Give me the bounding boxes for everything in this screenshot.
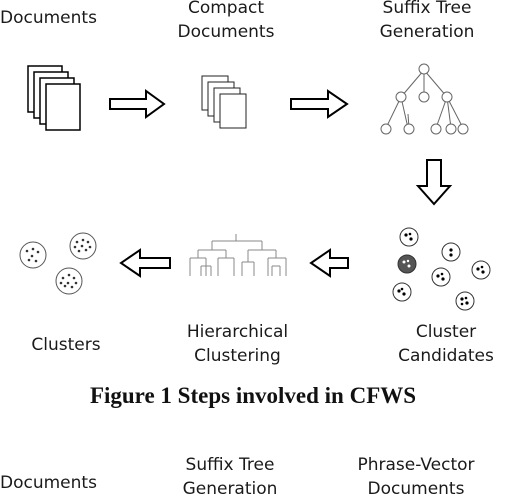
arrow-left-icon-2 [119,248,171,278]
label-clusters: Clusters [31,335,101,355]
cluster-candidate-dots [397,232,485,306]
label-compact-documents: Compact Documents [177,0,275,42]
clusters-dots [25,238,92,289]
label-suffix-tree-generation-fig2: Suffix Tree Generation [182,455,278,499]
arrow-right-icon-1 [109,89,166,119]
label-phrase-vector-documents-fig2: Phrase-Vector Documents [357,455,475,499]
label-hierarchical-clustering: Hierarchical Clustering [186,322,289,366]
suffix-tree-icon [380,63,469,135]
label-documents: Documents [0,8,97,28]
arrow-right-icon-2 [290,89,349,119]
figure-caption: Figure 1 Steps involved in CFWS [89,383,417,408]
label-documents-fig2: Documents [0,473,97,493]
dendrogram-icon [189,234,287,276]
arrow-left-icon-1 [309,248,349,278]
arrow-down-icon [415,159,453,206]
clusters-icon [19,232,97,295]
cluster-candidates-icon [392,227,491,311]
documents-stack-icon [27,65,81,131]
label-cluster-candidates: Cluster Candidates [398,322,494,366]
compact-documents-stack-icon [201,75,247,129]
label-suffix-tree-generation: Suffix Tree Generation [379,0,475,42]
